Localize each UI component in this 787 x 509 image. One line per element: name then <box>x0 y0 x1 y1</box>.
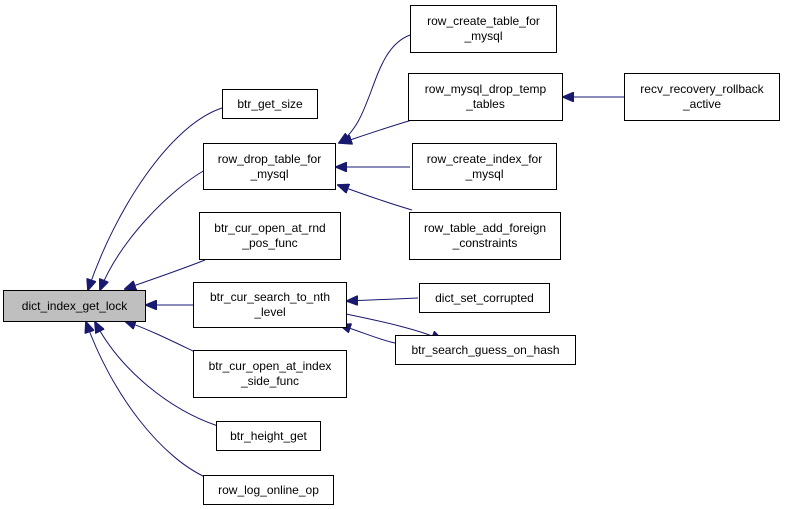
edge-row-mysql-drop-temp-to-drop <box>341 119 413 143</box>
node-btr-search-guess-on-hash[interactable]: btr_search_guess_on_hash <box>395 335 576 365</box>
edge-dict-set-corrupted-to-search <box>347 298 419 301</box>
edge-row-drop-table-to-root <box>100 169 206 290</box>
node-btr-cur-open-at-index-side-func[interactable]: btr_cur_open_at_index _side_func <box>193 350 347 398</box>
node-btr-get-size[interactable]: btr_get_size <box>222 89 318 119</box>
node-row-create-table-for-mysql[interactable]: row_create_table_for _mysql <box>410 5 557 53</box>
node-row-drop-table-for-mysql[interactable]: row_drop_table_for _mysql <box>203 143 336 190</box>
edge-btr-search-guess-to-search <box>340 325 396 344</box>
node-dict-index-get-lock: dict_index_get_lock <box>3 290 146 322</box>
edge-btr-get-size-to-root <box>88 107 223 290</box>
node-btr-cur-search-to-nth-level[interactable]: btr_cur_search_to_nth _level <box>193 282 347 328</box>
node-btr-cur-open-at-rnd-pos-func[interactable]: btr_cur_open_at_rnd _pos_func <box>199 212 341 260</box>
edge-btr-cur-open-at-rnd-to-root <box>125 259 206 289</box>
node-btr-height-get[interactable]: btr_height_get <box>216 421 321 451</box>
edge-row-create-table-to-drop <box>339 34 411 143</box>
node-row-create-index-for-mysql[interactable]: row_create_index_for _mysql <box>412 143 557 190</box>
node-row-table-add-foreign-constraints[interactable]: row_table_add_foreign _constraints <box>409 212 561 260</box>
edge-row-table-add-foreign-to-drop <box>338 185 413 211</box>
node-dict-set-corrupted[interactable]: dict_set_corrupted <box>419 283 550 313</box>
node-row-log-online-op[interactable]: row_log_online_op <box>203 475 334 505</box>
edge-row-log-online-op-to-root <box>86 322 213 481</box>
edge-btr-cur-open-at-index-to-root <box>125 321 196 353</box>
node-recv-recovery-rollback-active[interactable]: recv_recovery_rollback _active <box>624 73 780 121</box>
edge-btr-height-get-to-root <box>95 322 219 427</box>
node-row-mysql-drop-temp-tables[interactable]: row_mysql_drop_temp _tables <box>408 73 563 121</box>
